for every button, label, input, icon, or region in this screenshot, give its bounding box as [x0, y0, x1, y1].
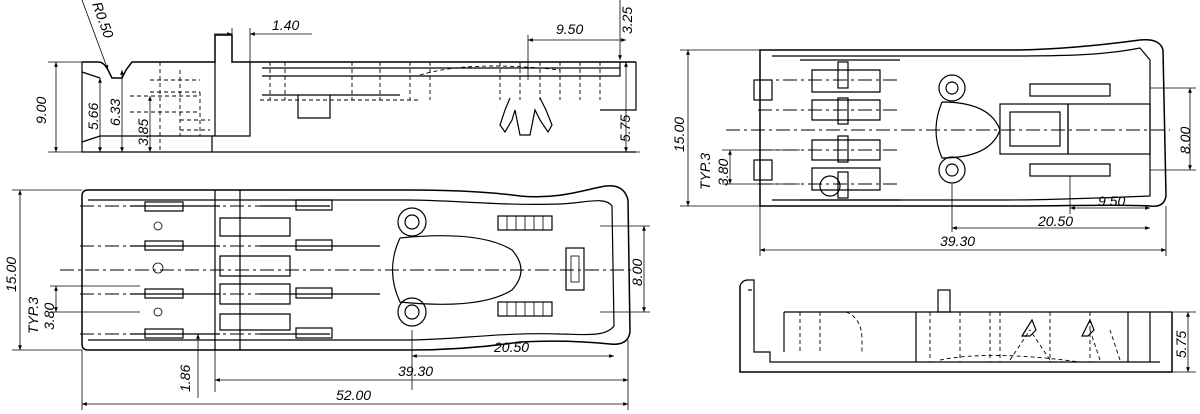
- dim-9-00: 9.00: [33, 97, 49, 124]
- dim-3-80-right: 3.80: [715, 159, 731, 186]
- dim-5-66: 5.66: [85, 103, 101, 130]
- plan-view-main: 15.00 TYP.3 3.80 8.00 1.86 20.50 39.30 5…: [3, 185, 650, 410]
- dim-8-00-right: 8.00: [1177, 127, 1193, 154]
- dim-20-50-right: 20.50: [1037, 213, 1073, 229]
- dim-9-50-right: 9.50: [1098, 193, 1125, 209]
- dim-6-33: 6.33: [107, 99, 123, 126]
- radius-r0-50: R0.50: [89, 0, 117, 40]
- dim-15-00-right: 15.00: [671, 117, 687, 152]
- dim-52-00: 52.00: [336, 387, 371, 403]
- dim-typ-3: TYP.3: [25, 297, 41, 334]
- dim-3-25: 3.25: [619, 7, 635, 34]
- plan-view-right: 15.00 TYP.3 3.80 8.00 9.50 20.50 39.30: [671, 38, 1196, 256]
- dim-20-50: 20.50: [493, 339, 529, 355]
- dim-1-40: 1.40: [272, 17, 299, 33]
- dim-39-30-right: 39.30: [940, 233, 975, 249]
- dim-5-75: 5.75: [617, 115, 633, 142]
- dim-39-30: 39.30: [398, 363, 433, 379]
- dim-5-75-bottom: 5.75: [1173, 331, 1189, 358]
- dim-1-86: 1.86: [177, 365, 193, 392]
- side-view-top: 9.00 5.66 6.33 3.85 R0.50 1.40 9.50 3.25…: [33, 0, 640, 153]
- side-view-bottom: 5.75: [739, 279, 1196, 373]
- dim-9-50: 9.50: [556, 21, 583, 37]
- dim-3-85: 3.85: [135, 119, 151, 146]
- dim-typ-3-right: TYP.3: [697, 153, 713, 190]
- dim-3-80: 3.80: [41, 303, 57, 330]
- dim-8-00: 8.00: [629, 259, 645, 286]
- dim-15-00: 15.00: [3, 257, 19, 292]
